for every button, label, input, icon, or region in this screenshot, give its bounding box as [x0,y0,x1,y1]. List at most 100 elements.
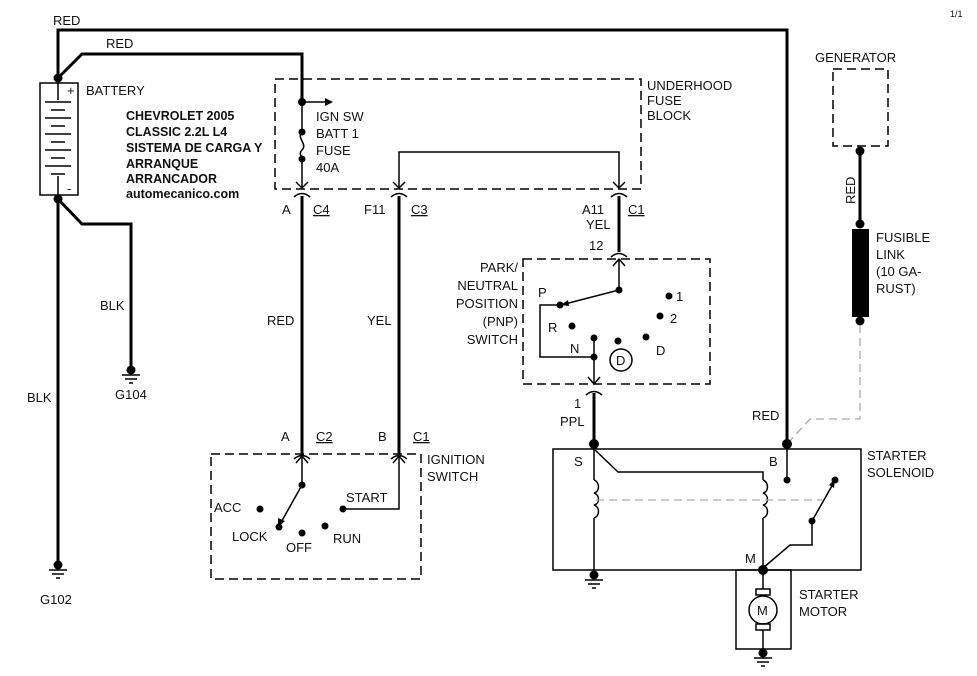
pnp-contact-2 [656,312,664,320]
fusible-link-label-4: RUST) [876,281,916,296]
generator [832,68,889,147]
fuse-label-1: BATT 1 [316,126,359,141]
title-line-3: SISTEMA DE CARGA Y [126,141,263,155]
wire-label-solenoid-b: RED [752,408,779,423]
connector-c1-fuse: A11 C1 [582,192,645,217]
ign-contact-off [298,529,306,537]
svg-text:C4: C4 [313,202,330,217]
battery-minus-sign: - [67,181,71,196]
pnp-contact-1 [665,292,673,300]
pnp-contact-r [568,322,576,330]
title-line-4: ARRANQUE [126,157,198,171]
wire-battery-to-fuse [56,52,304,102]
pnp-contact-d-circle [614,337,622,345]
wire-label-battery-main: RED [53,13,80,28]
solenoid-label-2: SOLENOID [867,465,934,480]
arrow-right-icon [325,98,333,106]
pnp-label-2: NEUTRAL [457,278,518,293]
svg-text:12: 12 [589,238,603,253]
wire-label-battery-fuse: RED [106,36,133,51]
svg-text:C1: C1 [413,429,430,444]
pnp-pos-1: 1 [676,289,683,304]
svg-text:C3: C3 [411,202,428,217]
ground-symbol-g104 [122,365,140,384]
wire-label-red-ign: RED [267,313,294,328]
ignition-switch [210,453,422,580]
battery-label: BATTERY [86,83,145,98]
fuse-block-internal-bus [398,151,620,188]
pull-in-coil-icon [593,479,600,519]
ignition-label-2: SWITCH [427,469,478,484]
pnp-switch [522,258,711,385]
wire-label-yel-pnp: YEL [586,217,611,232]
hold-in-coil-icon [762,479,769,519]
pnp-pos-d: D [656,343,665,358]
pnp-switch-arm [560,289,620,306]
wire-ground-g104 [56,197,133,368]
solenoid-term-s-label: S [574,454,583,469]
ground-label-g102: G102 [40,592,72,607]
fusible-link-label-2: LINK [876,247,905,262]
motor-label-1: STARTER [799,587,858,602]
svg-text:A: A [282,202,291,217]
ign-contact-run [321,522,329,530]
solenoid-term-m-label: M [745,551,756,566]
solenoid-label-1: STARTER [867,448,926,463]
ign-pos-lock: LOCK [232,529,268,544]
title-block: CHEVROLET 2005 CLASSIC 2.2L L4 SISTEMA D… [126,109,263,201]
pnp-p-n-bridge [539,304,594,358]
pnp-pos-n: N [570,341,579,356]
motor-label-2: MOTOR [799,604,847,619]
solenoid-internal-wire [593,448,764,480]
wire-label-yel-ign: YEL [367,313,392,328]
svg-text:A11: A11 [582,202,604,217]
pnp-pos-p: P [538,285,547,300]
svg-text:B: B [378,429,387,444]
wire-label-g102: BLK [27,390,52,405]
page-indicator: 1/1 [950,9,963,19]
fusible-link-label-1: FUSIBLE [876,230,931,245]
drive-circle-icon [609,348,633,372]
wire-battery-to-solenoid-b [56,28,789,444]
solenoid-terminal-s [589,439,599,449]
wire-label-g104: BLK [100,298,125,313]
fuse-ign-sw-label: IGN SW [316,109,364,124]
fusible-link [852,229,869,317]
pnp-contact-d [642,333,650,341]
pnp-label-1: PARK/ [480,260,518,275]
pnp-label-3: POSITION [456,296,518,311]
ground-symbol-g102 [49,560,67,579]
battery: + - [39,82,79,196]
solenoid-contact-arm [811,483,834,522]
generator-label: GENERATOR [815,50,896,65]
battery-body [39,82,79,196]
ground-symbol-solenoid [585,570,603,589]
svg-text:1: 1 [574,396,581,411]
svg-text:F11: F11 [364,202,385,217]
starter-solenoid [552,448,862,571]
ign-pos-acc: ACC [214,500,241,515]
ground-symbol-motor [754,648,772,667]
battery-plus-sign: + [67,83,75,98]
ign-pos-start: START [346,490,387,505]
ground-label-g104: G104 [115,387,147,402]
website-label: automecanico.com [126,187,239,201]
ign-contact-acc [256,505,264,513]
svg-text:C1: C1 [628,202,645,217]
battery-positive-terminal [53,73,63,83]
pnp-circled-d: D [616,353,625,368]
fuse-block-label-1: UNDERHOOD [647,78,732,93]
title-line-1: CHEVROLET 2005 [126,109,234,123]
motor-symbol-m: M [757,603,768,618]
svg-text:A: A [281,429,290,444]
fusible-link-label-3: (10 GA- [876,264,922,279]
pnp-pos-r: R [548,320,557,335]
ign-pos-run: RUN [333,531,361,546]
underhood-fuse-block [274,78,642,190]
solenoid-term-b-label: B [769,454,778,469]
connector-c3: F11 C3 [364,192,428,217]
title-line-5: ARRANCADOR [126,172,217,186]
fuse-block-label-2: FUSE [647,93,682,108]
pnp-label-5: SWITCH [467,332,518,347]
